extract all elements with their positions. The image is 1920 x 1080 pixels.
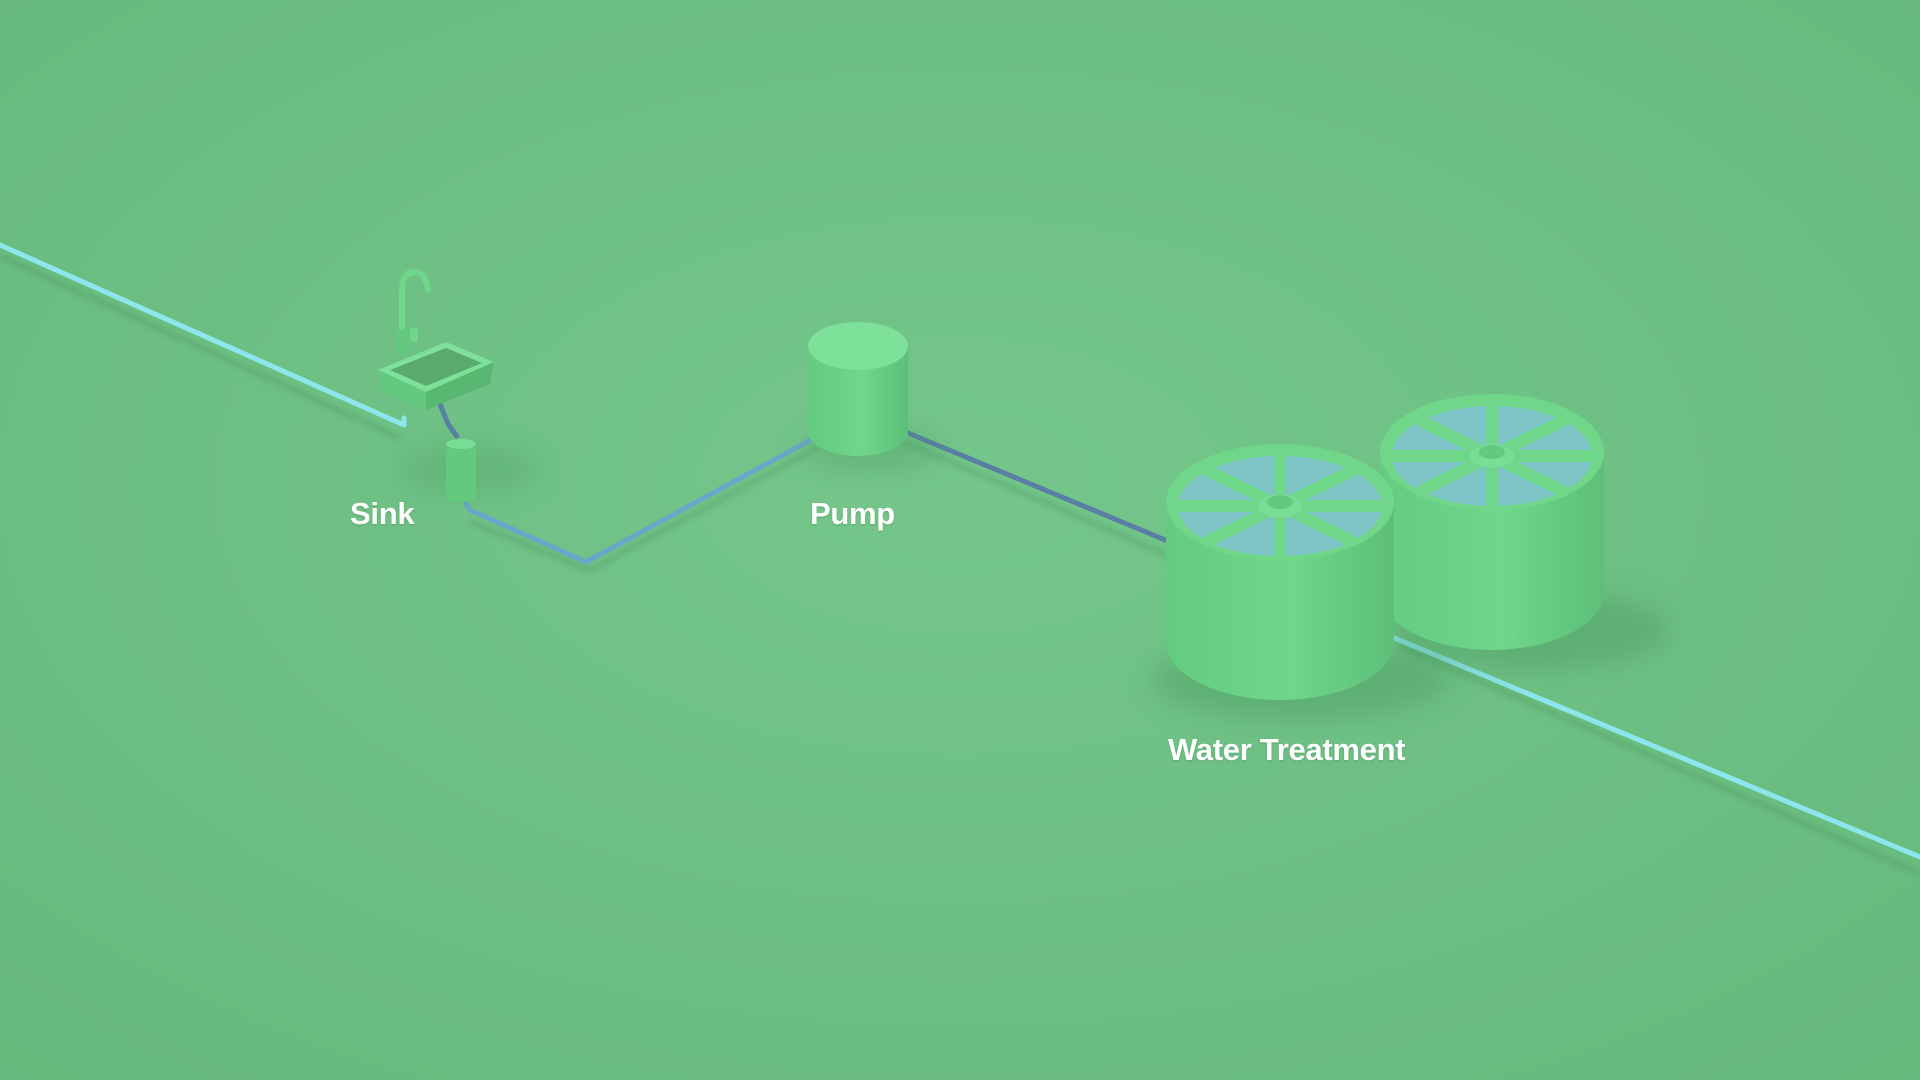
sink-icon: [378, 268, 540, 502]
inlet-pipe: [0, 242, 407, 428]
water-treatment-label: Water Treatment: [1168, 732, 1406, 767]
drain-pipe: [463, 433, 821, 565]
sink-label: Sink: [350, 496, 415, 531]
sewer-pipe: [893, 425, 1173, 545]
treatment-tank-front: [1166, 444, 1394, 700]
clarifier-tank-icon: [1150, 394, 1670, 720]
pump-label: Pump: [810, 496, 895, 531]
pipe-shadows: [0, 253, 1920, 877]
cylinder-pump-icon: [802, 322, 942, 470]
outlet-pipe: [1377, 629, 1920, 860]
treatment-tank-back: [1380, 394, 1604, 650]
